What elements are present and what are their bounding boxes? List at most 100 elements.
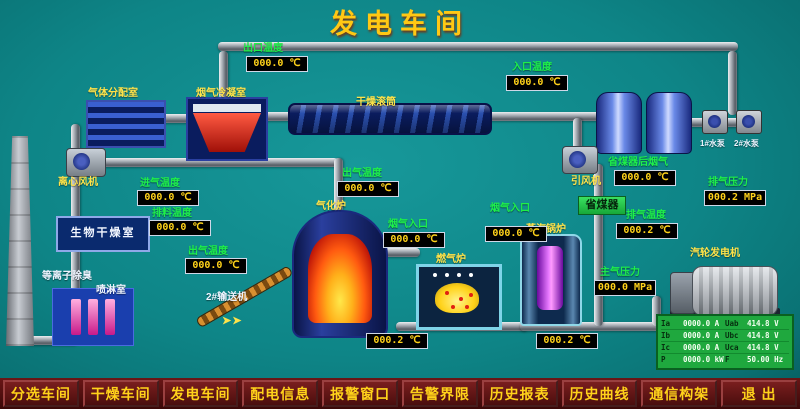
nav-button-power-distribution-info[interactable]: 配电信息 bbox=[242, 380, 319, 407]
induced-draft-fan bbox=[562, 146, 598, 174]
label-fluegas-furnace: 烟气入口 bbox=[388, 219, 428, 230]
meter-row: P 0000.0 kW F 50.00 Hz bbox=[661, 355, 789, 365]
label-id-fan: 引风机 bbox=[571, 176, 601, 187]
nav-button-sorting-workshop[interactable]: 分选车间 bbox=[3, 380, 79, 407]
nav-button-power-workshop[interactable]: 发电车间 bbox=[162, 380, 239, 407]
display-exhaust-temp: 000.2 ℃ bbox=[616, 223, 678, 239]
nav-button-communication[interactable]: 通信构架 bbox=[641, 380, 718, 407]
chimney bbox=[6, 136, 34, 346]
pipe bbox=[520, 322, 708, 331]
storage-tank-2 bbox=[646, 92, 692, 154]
nav-button-alarm-window[interactable]: 报警窗口 bbox=[322, 380, 398, 407]
label-economizer-out: 省煤器后烟气 bbox=[608, 157, 668, 168]
flue-gas-condenser bbox=[186, 97, 268, 161]
nav-button-drying-workshop[interactable]: 干燥车间 bbox=[82, 380, 159, 407]
label-centrifugal-fan: 离心风机 bbox=[58, 177, 98, 188]
meter-label: F bbox=[725, 355, 730, 365]
display-fluegas-boiler: 000.0 ℃ bbox=[485, 226, 547, 242]
meter-row: Ic 0000.0 A Uca 414.8 V bbox=[661, 343, 789, 355]
condenser-top-band bbox=[193, 104, 261, 112]
pipe bbox=[380, 248, 420, 257]
label-outgas-left: 出气温度 bbox=[188, 246, 228, 257]
label-gas-distribution: 气体分配室 bbox=[88, 88, 138, 99]
fan-wheel-icon bbox=[73, 153, 90, 170]
label-turbine-generator: 汽轮发电机 bbox=[690, 248, 740, 259]
furnace-flame bbox=[435, 283, 479, 313]
meter-label: Ia bbox=[661, 318, 671, 328]
gasifier-flame bbox=[308, 234, 372, 323]
plasma-spray-unit bbox=[52, 288, 134, 346]
label-discharge-temp: 排料温度 bbox=[152, 208, 192, 219]
plasma-tube bbox=[105, 299, 115, 335]
label-intake-temp: 进气温度 bbox=[140, 178, 180, 189]
economizer: 省煤器 bbox=[578, 196, 626, 215]
pipe bbox=[219, 51, 228, 99]
meter-row: Ib 0000.0 A Ubc 414.8 V bbox=[661, 331, 789, 342]
pipe bbox=[218, 42, 738, 51]
display-main-steam-pressure: 000.0 MPa bbox=[594, 280, 656, 296]
pipe bbox=[486, 112, 600, 121]
meter-value: 50.00 Hz bbox=[747, 355, 784, 365]
meter-label: Ubc bbox=[725, 330, 739, 340]
pump-impeller-icon bbox=[708, 115, 721, 128]
bottom-nav-bar: 分选车间 干燥车间 发电车间 配电信息 报警窗口 告警界限 历史报表 历史曲线 … bbox=[0, 378, 800, 409]
display-outgas-gasifier: 000.0 ℃ bbox=[337, 181, 399, 197]
drying-drum bbox=[288, 103, 492, 135]
gas-distribution-chamber bbox=[86, 100, 166, 148]
bio-drying-room: 生物干燥室 bbox=[56, 216, 150, 252]
pipe bbox=[260, 112, 292, 121]
ember-dots bbox=[445, 291, 449, 295]
display-fluegas-furnace: 000.0 ℃ bbox=[383, 232, 445, 248]
label-pump-1: 1#水泵 bbox=[700, 139, 725, 148]
display-inlet-temp: 000.0 ℃ bbox=[506, 75, 568, 91]
gas-furnace-vessel bbox=[416, 264, 502, 330]
label-exhaust-pressure: 排气压力 bbox=[708, 177, 748, 188]
meter-value: 414.8 V bbox=[747, 318, 779, 328]
meter-label: Uca bbox=[725, 343, 739, 353]
pipe bbox=[158, 114, 190, 123]
display-intake-temp: 000.0 ℃ bbox=[137, 190, 199, 206]
nav-button-history-curve[interactable]: 历史曲线 bbox=[561, 380, 638, 407]
display-boiler-out: 000.2 ℃ bbox=[536, 333, 598, 349]
display-outlet-temp: 000.0 ℃ bbox=[246, 56, 308, 72]
label-fluegas-boiler: 烟气入口 bbox=[490, 203, 530, 214]
storage-tank-1 bbox=[596, 92, 642, 154]
label-inlet-temp: 入口温度 bbox=[512, 62, 552, 73]
gasifier-vessel bbox=[292, 210, 388, 338]
label-exhaust-temp: 排气温度 bbox=[626, 210, 666, 221]
display-furnace-out: 000.2 ℃ bbox=[366, 333, 428, 349]
label-condenser: 烟气冷凝室 bbox=[196, 88, 246, 99]
generator-cylinder bbox=[692, 266, 778, 316]
label-spray-room: 喷淋室 bbox=[96, 285, 126, 296]
label-outgas-gasifier: 出气温度 bbox=[342, 168, 382, 179]
generator-meter-panel: Ia 0000.0 A Uab 414.8 V Ib 0000.0 A Ubc … bbox=[656, 314, 794, 370]
boiler-core bbox=[537, 246, 563, 310]
meter-value: 0000.0 A bbox=[683, 343, 720, 353]
display-outgas-left: 000.0 ℃ bbox=[185, 258, 247, 274]
pipe bbox=[78, 158, 338, 167]
furnace-burner-dots bbox=[433, 273, 437, 277]
label-pump-2: 2#水泵 bbox=[734, 139, 759, 148]
meter-row: Ia 0000.0 A Uab 414.8 V bbox=[661, 319, 789, 330]
fan-wheel-icon bbox=[569, 151, 586, 168]
nav-button-history-report[interactable]: 历史报表 bbox=[481, 380, 558, 407]
display-economizer-out: 000.0 ℃ bbox=[614, 170, 676, 186]
label-gasifier: 气化炉 bbox=[316, 201, 346, 212]
meter-label: P bbox=[661, 355, 666, 365]
pump-impeller-icon bbox=[742, 115, 755, 128]
meter-value: 0000.0 A bbox=[683, 330, 720, 340]
steam-boiler-vessel bbox=[520, 234, 582, 326]
label-drying-drum: 干燥滚筒 bbox=[356, 97, 396, 108]
plasma-tube bbox=[88, 299, 98, 335]
label-plasma-deodorize: 等离子除臭 bbox=[42, 271, 92, 282]
nav-button-alarm-limits[interactable]: 告警界限 bbox=[401, 380, 478, 407]
pipe bbox=[652, 296, 661, 326]
label-main-steam-pressure: 主气压力 bbox=[600, 267, 640, 278]
page-title: 发电车间 bbox=[330, 9, 470, 39]
nav-button-exit[interactable]: 退 出 bbox=[721, 380, 797, 407]
meter-label: Ib bbox=[661, 330, 671, 340]
meter-value: 0000.0 kW bbox=[683, 355, 724, 365]
label-conveyor-2: 2#输送机 bbox=[206, 292, 248, 303]
display-exhaust-pressure: 000.2 MPa bbox=[704, 190, 766, 206]
